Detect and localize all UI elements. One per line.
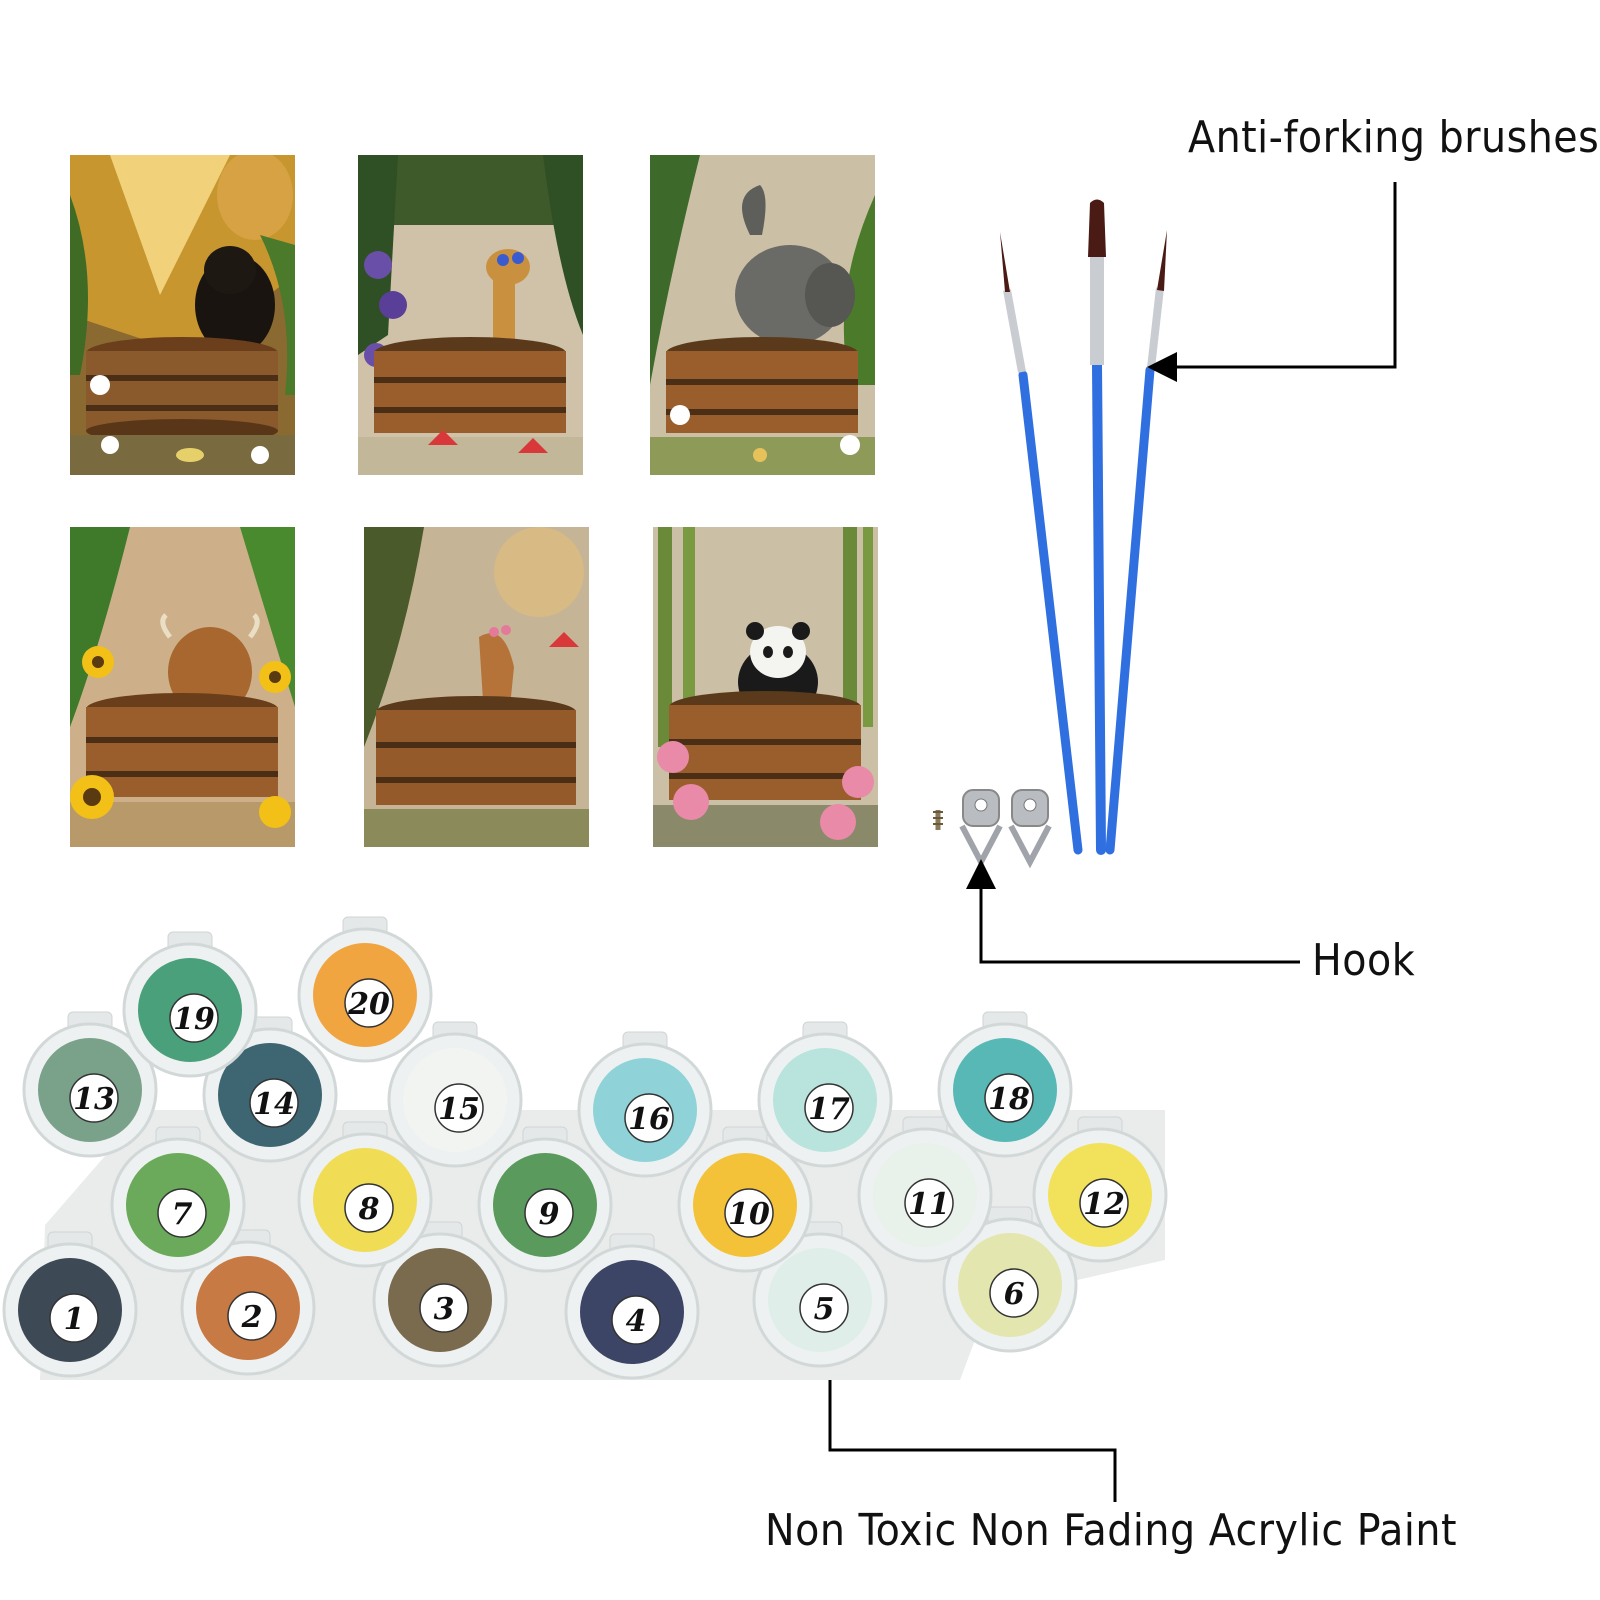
paint-pot-11: 11: [857, 1116, 993, 1263]
paint-pot-number: 19: [173, 1002, 215, 1037]
paint-pot-number: 14: [253, 1087, 295, 1122]
paint-pot-3: 3: [372, 1221, 508, 1368]
paint-pot-number: 17: [808, 1092, 850, 1127]
paint-pot-number: 18: [988, 1082, 1030, 1117]
paint-pot-number: 8: [358, 1192, 380, 1227]
painting-panda-art: [653, 527, 878, 847]
brush-round-left: [1000, 232, 1083, 855]
paint-pot-14: 14: [202, 1016, 338, 1163]
paint-pot-18: 18: [937, 1011, 1073, 1158]
paint-pot-number: 7: [172, 1197, 193, 1232]
brush-flat-middle: [1088, 199, 1106, 855]
paint-label: Non Toxic Non Fading Acrylic Paint: [765, 1505, 1458, 1556]
paint-pot-8: 8: [297, 1121, 433, 1268]
paint-pot-number: 12: [1083, 1187, 1125, 1222]
paint-pot-number: 4: [626, 1304, 647, 1339]
paint-pot-16: 16: [577, 1031, 713, 1178]
painting-cat-art: [70, 155, 295, 475]
painting-cow: [70, 527, 295, 847]
paint-pot-20: 20: [297, 916, 433, 1063]
paint-pot-17: 17: [757, 1021, 893, 1168]
paint-pot-5: 5: [752, 1221, 888, 1368]
paint-pot-13: 13: [22, 1011, 158, 1158]
painting-giraffe-art: [358, 155, 583, 475]
paint-pot-10: 10: [677, 1126, 813, 1273]
paint-pot-number: 1: [64, 1302, 85, 1337]
paint-pot-number: 20: [347, 987, 390, 1022]
paint-pot-19: 19: [122, 931, 258, 1078]
paint-pot-12: 12: [1032, 1116, 1168, 1263]
paint-pot-number: 11: [908, 1187, 950, 1222]
hook-hardware: [933, 789, 1052, 869]
paint-pot-number: 3: [434, 1292, 455, 1327]
paint-pot-number: 10: [728, 1197, 770, 1232]
paint-pot-number: 15: [438, 1092, 480, 1127]
painting-panda: [653, 527, 878, 847]
paint-pot-4: 4: [564, 1233, 700, 1380]
paint-pot-number: 6: [1004, 1277, 1025, 1312]
painting-horse: [364, 527, 589, 847]
brush-round-right: [1105, 230, 1167, 855]
paint-pot-number: 13: [73, 1082, 115, 1117]
painting-cat: [70, 155, 295, 475]
painting-elephant: [650, 155, 875, 475]
paint-pot-number: 5: [814, 1292, 835, 1327]
paint-pot-15: 15: [387, 1021, 523, 1168]
brushes-leader-line: [1147, 182, 1397, 382]
paint-pot-6: 6: [942, 1206, 1078, 1353]
painting-elephant-art: [650, 155, 875, 475]
hook-leader-line: [966, 859, 1300, 964]
paint-pot-9: 9: [477, 1126, 613, 1273]
paint-pot-number: 9: [539, 1197, 560, 1232]
painting-horse-art: [364, 527, 589, 847]
paint-pot-number: 2: [241, 1300, 263, 1335]
painting-giraffe: [358, 155, 583, 475]
paint-pot-number: 16: [628, 1102, 670, 1137]
paint-pot-1: 1: [2, 1231, 138, 1378]
hook-label: Hook: [1312, 935, 1416, 986]
brushes-label: Anti-forking brushes: [1188, 112, 1600, 163]
painting-cow-art: [70, 527, 295, 847]
paint-pot-7: 7: [110, 1126, 246, 1273]
